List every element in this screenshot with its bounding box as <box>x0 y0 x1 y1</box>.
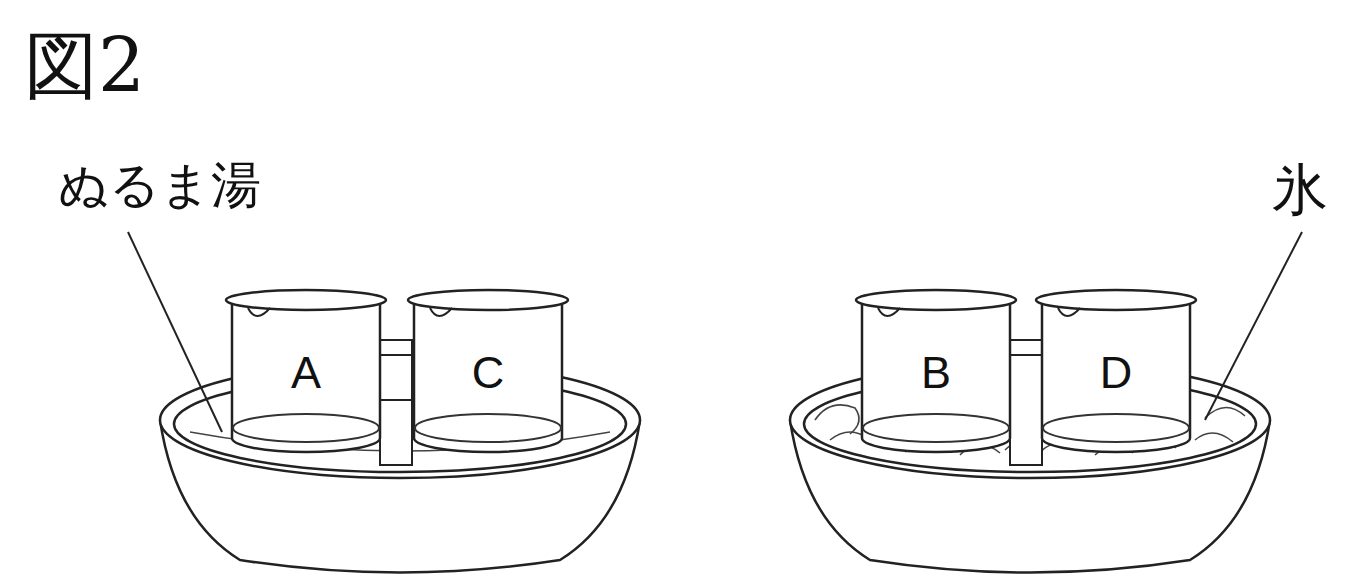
beaker-label: A <box>222 350 390 395</box>
leader-line <box>1205 232 1302 420</box>
beaker-label: D <box>1032 350 1200 395</box>
figure-title: 図2 <box>24 28 145 102</box>
beaker: A <box>222 284 390 468</box>
beaker-label: C <box>404 350 572 395</box>
beaker: D <box>1032 284 1200 468</box>
medium-label: 氷 <box>1272 162 1328 218</box>
medium-label: ぬるま湯 <box>58 160 261 210</box>
beaker: B <box>852 284 1020 468</box>
beaker-label: B <box>852 350 1020 395</box>
beaker: C <box>404 284 572 468</box>
leader-line <box>128 232 222 432</box>
